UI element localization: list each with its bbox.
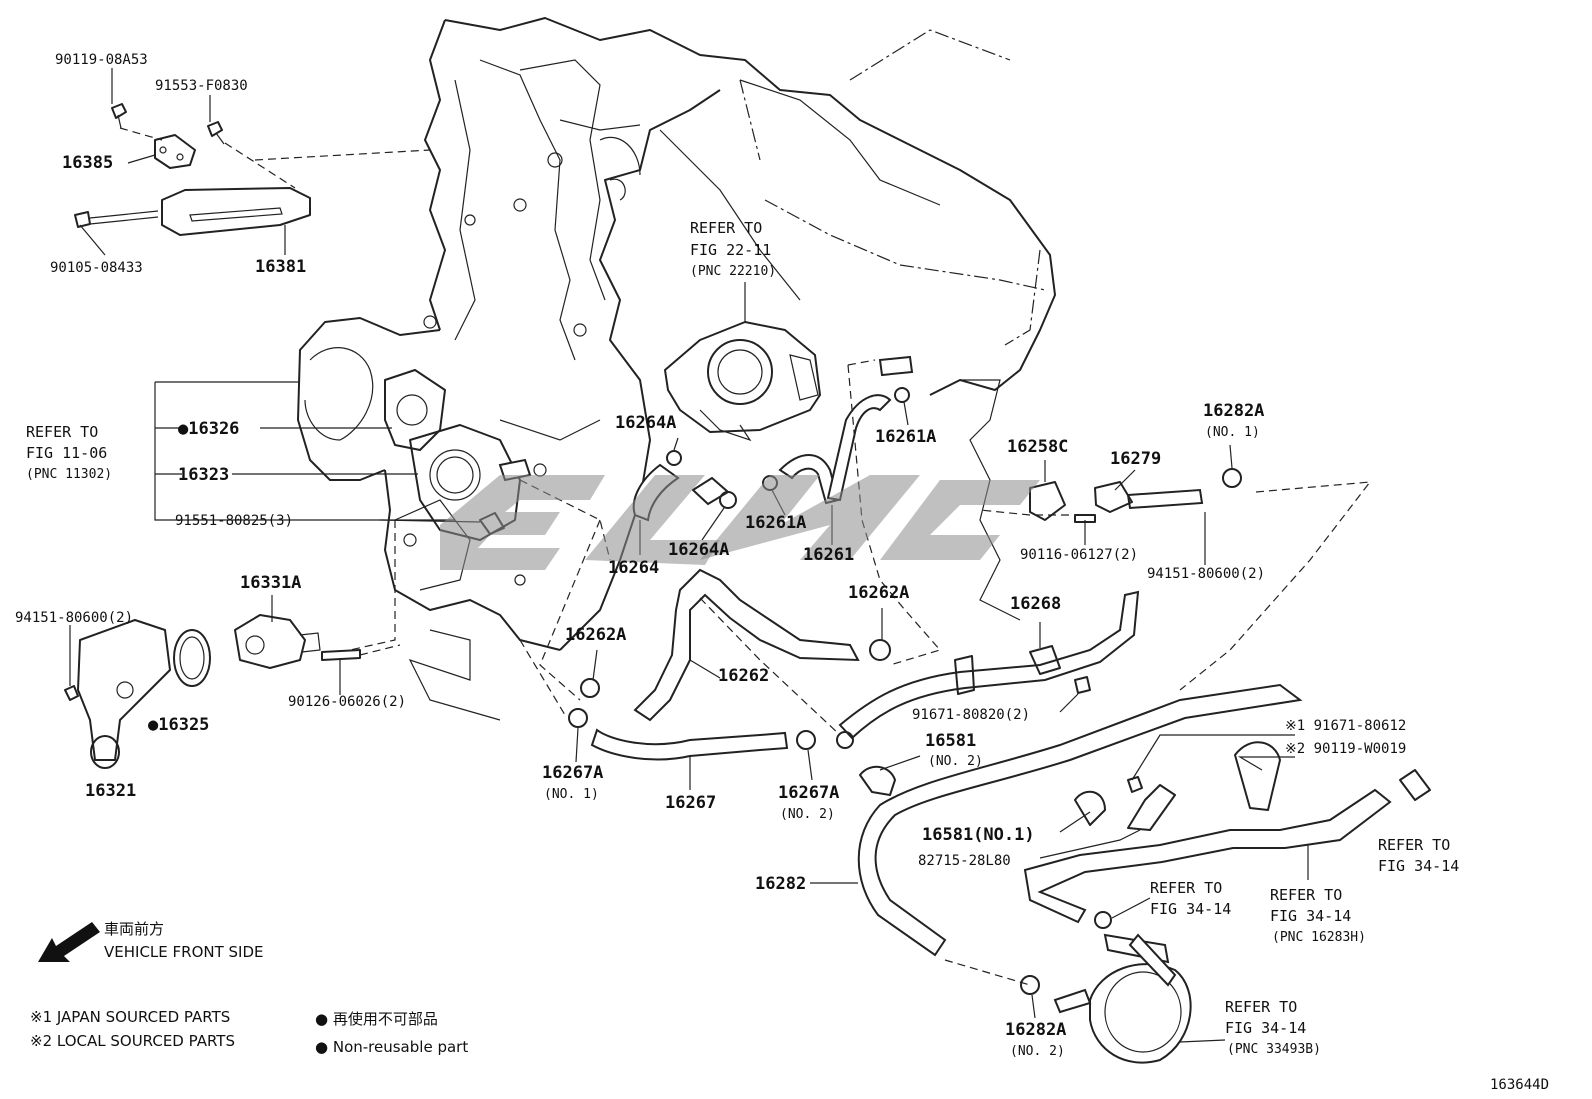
legend-note2: ※2 LOCAL SOURCED PARTS [30,1032,235,1050]
ref-fig34-14-b-l1: REFER TO [1270,886,1342,904]
label-16267: 16267 [665,793,716,813]
label-16268: 16268 [1010,594,1061,614]
label-16326: ●16326 [178,419,239,439]
ref-fig34-14-a-l1: REFER TO [1150,879,1222,897]
ref-fig22-11-l1: REFER TO [690,219,762,237]
label-16282A-no2: 16282A [1005,1020,1066,1040]
label-16262: 16262 [718,666,769,686]
ref-fig34-14-d-l2: FIG 34-14 [1225,1019,1306,1037]
label-16264A-top: 16264A [615,413,676,433]
label-91553-F0830: 91553-F0830 [155,78,248,94]
hoses [590,355,1392,1064]
ref-fig34-14-a-l2: FIG 34-14 [1150,900,1231,918]
label-90126-06026: 90126-06026(2) [288,694,406,710]
label-94151-80600-left: 94151-80600(2) [15,610,133,626]
ref-fig11-06-l1: REFER TO [26,423,98,441]
label-16581-no2: 16581 [925,731,976,751]
label-90119-W0019: ※2 90119-W0019 [1285,741,1406,757]
label-16262A-left: 16262A [565,625,626,645]
label-16581-no1: 16581(NO.1) [922,825,1035,845]
throttle-body [664,282,821,442]
label-16261A-right: 16261A [875,427,936,447]
label-16282A-no1-sub: (NO. 1) [1205,425,1260,440]
bracket-assembly [74,103,431,236]
label-16282: 16282 [755,874,806,894]
label-16267A-no2-sub: (NO. 2) [780,807,835,822]
ref-fig34-14-c-l2: FIG 34-14 [1378,857,1459,875]
legend-nonreuse-jp: ● 再使用不可部品 [315,1010,438,1028]
label-16381: 16381 [255,257,306,277]
legend-note1: ※1 JAPAN SOURCED PARTS [30,1008,230,1026]
label-16581-no2-sub: (NO. 2) [928,754,983,769]
label-16325: ●16325 [148,715,209,735]
label-16264A-bottom: 16264A [668,540,729,560]
label-16282A-no2-sub: (NO. 2) [1010,1044,1065,1059]
label-16258C: 16258C [1007,437,1068,457]
reference-labels: REFER TO FIG 22-11 (PNC 22210) REFER TO … [26,219,1459,1057]
ref-fig34-14-d-l1: REFER TO [1225,998,1297,1016]
label-16385: 16385 [62,153,113,173]
label-16331A: 16331A [240,573,301,593]
hose-clamps [568,387,1431,995]
part-labels: 90119-08A53 91553-F0830 16385 90105-0843… [15,52,1406,1059]
label-16323: 16323 [178,465,229,485]
label-91671-80612: ※1 91671-80612 [1285,718,1406,734]
label-16267A-no1: 16267A [542,763,603,783]
label-16267A-no2: 16267A [778,783,839,803]
ref-fig11-06-l3: (PNC 11302) [26,467,112,482]
ref-fig22-11-l2: FIG 22-11 [690,241,771,259]
ref-fig34-14-d-l3: (PNC 33493B) [1227,1042,1321,1057]
label-16267A-no1-sub: (NO. 1) [544,787,599,802]
label-16279: 16279 [1110,449,1161,469]
label-90105-08433: 90105-08433 [50,260,143,276]
label-16282A-no1: 16282A [1203,401,1264,421]
reference-dash-lines [519,359,1372,986]
legend-nonreuse-en: ● Non-reusable part [315,1038,468,1056]
label-16321: 16321 [85,781,136,801]
vehicle-front-arrow-icon [38,922,100,962]
label-91551-80825: 91551-80825(3) [175,513,293,529]
ref-fig34-14-c-l1: REFER TO [1378,836,1450,854]
label-90116-06127: 90116-06127(2) [1020,547,1138,563]
label-82715-28L80: 82715-28L80 [918,853,1011,869]
ref-fig34-14-b-l3: (PNC 16283H) [1272,930,1366,945]
ref-fig22-11-l3: (PNC 22210) [690,264,776,279]
label-16261: 16261 [803,545,854,565]
legend-front-jp: 車両前方 [104,920,164,938]
label-16261A-mid: 16261A [745,513,806,533]
watermark-logo [440,475,1040,570]
diagram-id: 163644D [1490,1077,1549,1093]
legend-front-en: VEHICLE FRONT SIDE [104,943,264,961]
label-16264: 16264 [608,558,659,578]
label-16262A-right: 16262A [848,583,909,603]
ref-fig11-06-l2: FIG 11-06 [26,444,107,462]
legend: 車両前方 VEHICLE FRONT SIDE ※1 JAPAN SOURCED… [30,920,468,1056]
label-94151-80600-right: 94151-80600(2) [1147,566,1265,582]
label-90119-08A53: 90119-08A53 [55,52,148,68]
label-91671-80820: 91671-80820(2) [912,707,1030,723]
ref-fig34-14-b-l2: FIG 34-14 [1270,907,1351,925]
